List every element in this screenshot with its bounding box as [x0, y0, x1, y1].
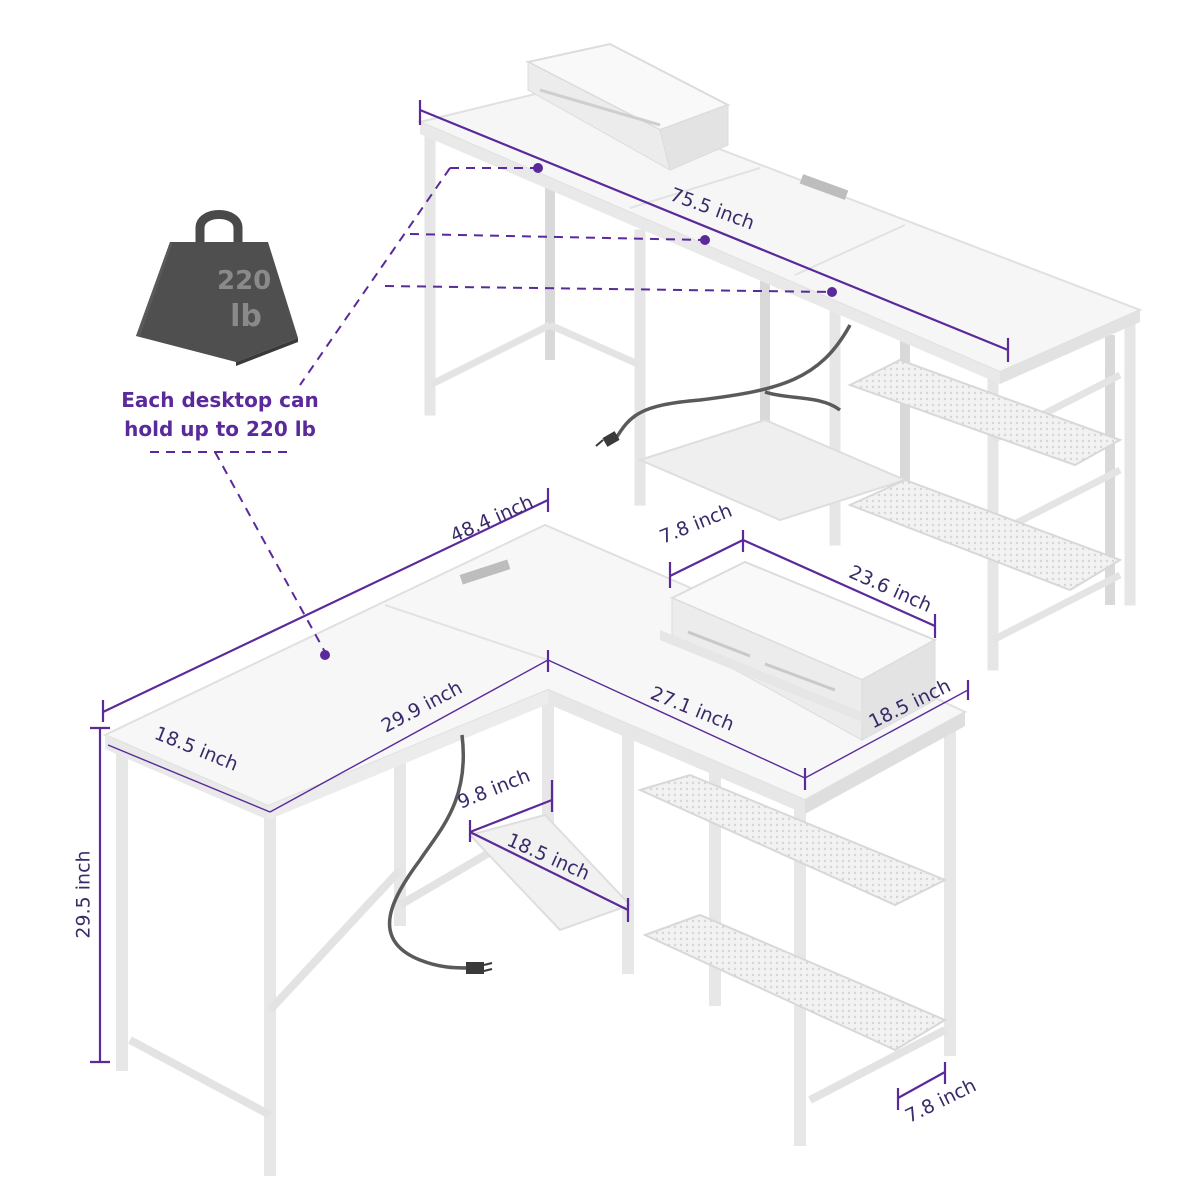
load-capacity-callout: Each desktop can hold up to 220 lb — [95, 386, 345, 444]
weight-unit: lb — [230, 299, 262, 334]
top-monitor-stand — [525, 42, 731, 172]
l-plug-icon — [466, 962, 493, 974]
top-plug-icon — [595, 431, 620, 447]
top-desk — [416, 42, 1143, 671]
callout-leaders — [150, 167, 833, 653]
l-desk — [102, 523, 968, 1176]
callout-dots — [320, 163, 837, 660]
l-desk-height-label: 29.5 inch — [72, 850, 95, 939]
callout-line-2: hold up to 220 lb — [124, 417, 316, 441]
dimension-lines — [90, 100, 1010, 1110]
callout-line-1: Each desktop can — [121, 388, 319, 412]
weight-icon — [136, 210, 298, 366]
l-monitor-stand — [660, 560, 938, 741]
weight-value: 220 — [217, 266, 272, 296]
